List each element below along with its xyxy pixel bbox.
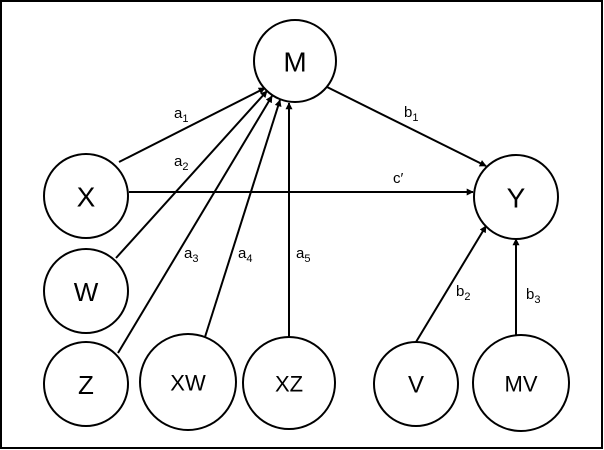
node-xz-label: XZ	[275, 372, 303, 397]
edge-label-a5-text: a	[296, 245, 305, 262]
edge-label-a3: a3	[184, 245, 198, 265]
node-w: W	[43, 248, 129, 334]
edge-label-a1-text: a	[174, 105, 183, 122]
edge-label-a3-subscript: 3	[192, 253, 198, 265]
edge-label-b2-text: b	[456, 283, 464, 300]
node-w-circle	[43, 248, 129, 334]
node-xz: XZ	[242, 336, 336, 430]
edge-label-b2-subscript: 2	[464, 291, 470, 303]
node-x-circle	[43, 153, 129, 239]
edge-label-b3: b3	[526, 286, 540, 306]
edge-label-a4: a4	[238, 245, 252, 265]
edge-a4-arrow	[204, 99, 282, 338]
edge-label-a2: a2	[174, 153, 188, 173]
edge-label-b1-subscript: 1	[412, 112, 418, 124]
edge-label-a4-text: a	[238, 245, 247, 262]
edge-label-b3-subscript: 3	[534, 294, 540, 306]
edge-a2-arrow	[115, 90, 268, 259]
edge-a1-arrow	[118, 87, 266, 163]
node-v-circle	[373, 341, 459, 427]
node-m: M	[253, 19, 337, 103]
edge-label-a4-subscript: 4	[246, 253, 252, 265]
edge-label-b2: b2	[456, 283, 470, 303]
node-xw-circle	[139, 333, 237, 431]
node-x-label: X	[77, 182, 96, 213]
node-y-circle	[473, 154, 559, 240]
node-z-circle	[43, 341, 129, 427]
edge-label-b1: b1	[404, 104, 418, 124]
node-z-label: Z	[78, 370, 94, 400]
edge-label-a3-text: a	[184, 245, 193, 262]
edge-label-c-text: c′	[393, 170, 404, 187]
node-y-label: Y	[507, 183, 526, 214]
edge-label-b3-text: b	[526, 286, 534, 303]
node-m-label: M	[283, 47, 306, 78]
node-v: V	[373, 341, 459, 427]
edge-label-c: c′	[393, 170, 404, 187]
edges-layer	[115, 86, 520, 354]
node-x: X	[43, 153, 129, 239]
edge-label-a5: a5	[296, 245, 310, 265]
node-y: Y	[473, 154, 559, 240]
edge-a3-arrow	[117, 95, 273, 354]
node-xz-circle	[242, 336, 336, 430]
edge-label-a5-subscript: 5	[304, 253, 310, 265]
node-mv-label: MV	[505, 372, 538, 397]
edge-label-b1-text: b	[404, 104, 412, 121]
edge-b2-arrow	[415, 225, 487, 343]
edge-label-a1-subscript: 1	[182, 113, 188, 125]
node-w-label: W	[74, 277, 99, 307]
edge-label-a2-subscript: 2	[182, 161, 188, 173]
node-mv: MV	[472, 334, 570, 432]
node-xw-label: XW	[170, 371, 206, 396]
node-mv-circle	[472, 334, 570, 432]
node-z: Z	[43, 341, 129, 427]
node-m-circle	[253, 19, 337, 103]
node-v-label: V	[408, 372, 424, 399]
node-xw: XW	[139, 333, 237, 431]
edge-label-a1: a1	[174, 105, 188, 125]
nodes-layer: M X Y W Z XW XZ V MV	[43, 19, 570, 432]
edge-label-a2-text: a	[174, 153, 183, 170]
edge-b1-arrow	[326, 86, 487, 167]
